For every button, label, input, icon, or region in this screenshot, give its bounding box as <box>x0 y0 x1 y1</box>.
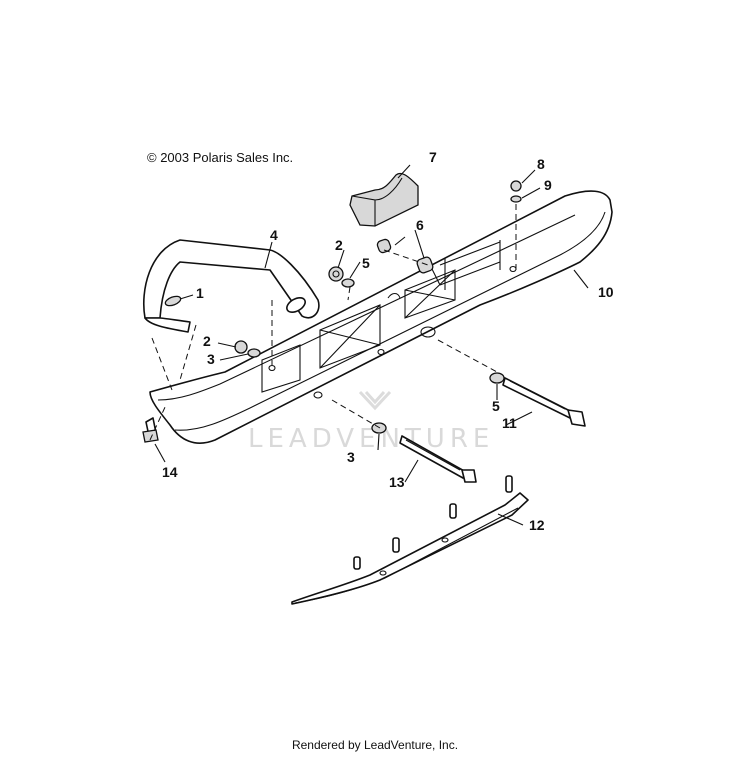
copyright-notice: © 2003 Polaris Sales Inc. <box>147 150 294 165</box>
callout-14: 14 <box>162 464 178 480</box>
footer-credit: Rendered by LeadVenture, Inc. <box>291 738 459 752</box>
callout-labels: 1 2 2 3 3 4 5 5 6 7 8 9 10 11 12 13 14 <box>162 149 614 533</box>
callout-12: 12 <box>529 517 545 533</box>
leader-lines <box>154 164 589 526</box>
runner-wear-bar <box>291 475 529 605</box>
nut-part-8 <box>510 180 522 192</box>
washer-part-3-lower <box>371 422 387 434</box>
nut-part-2-upper <box>328 266 344 282</box>
hidden-line <box>151 337 173 391</box>
callout-13: 13 <box>389 474 405 490</box>
loop-pad-part-1 <box>164 295 182 307</box>
bushing-parts-6 <box>376 238 434 274</box>
callout-8: 8 <box>537 156 545 172</box>
ski-loop-handle <box>142 239 320 333</box>
nut-part-2-lower <box>234 340 248 354</box>
callout-9: 9 <box>544 177 552 193</box>
callout-5-lower: 5 <box>492 398 500 414</box>
bolt-part-13 <box>399 435 477 483</box>
hidden-line <box>179 324 197 381</box>
callout-11: 11 <box>502 415 517 431</box>
screw-part-14 <box>142 417 159 443</box>
hidden-line <box>383 249 429 266</box>
washer-part-3-upper <box>247 348 261 358</box>
callout-6: 6 <box>416 217 424 233</box>
washer-part-9 <box>510 195 522 203</box>
watermark-text: LEADVENTURE <box>248 424 494 454</box>
washer-part-5-upper <box>341 278 355 288</box>
ski-body <box>149 190 613 444</box>
callout-3-upper: 3 <box>207 351 215 367</box>
watermark-logo: LEADVENTURE <box>248 390 494 454</box>
callout-2-upper: 2 <box>335 237 343 253</box>
callout-7: 7 <box>429 149 437 165</box>
callout-1: 1 <box>196 285 204 301</box>
callout-2-lower: 2 <box>203 333 211 349</box>
bumper-block <box>349 172 419 227</box>
hidden-line <box>347 286 351 301</box>
callout-10: 10 <box>598 284 614 300</box>
bolt-part-11 <box>502 377 586 427</box>
washer-part-5-lower <box>489 372 505 384</box>
callout-4: 4 <box>270 227 278 243</box>
callout-3-lower: 3 <box>347 449 355 465</box>
callout-5-upper: 5 <box>362 255 370 271</box>
hidden-line <box>149 404 167 441</box>
hidden-line <box>437 339 498 373</box>
